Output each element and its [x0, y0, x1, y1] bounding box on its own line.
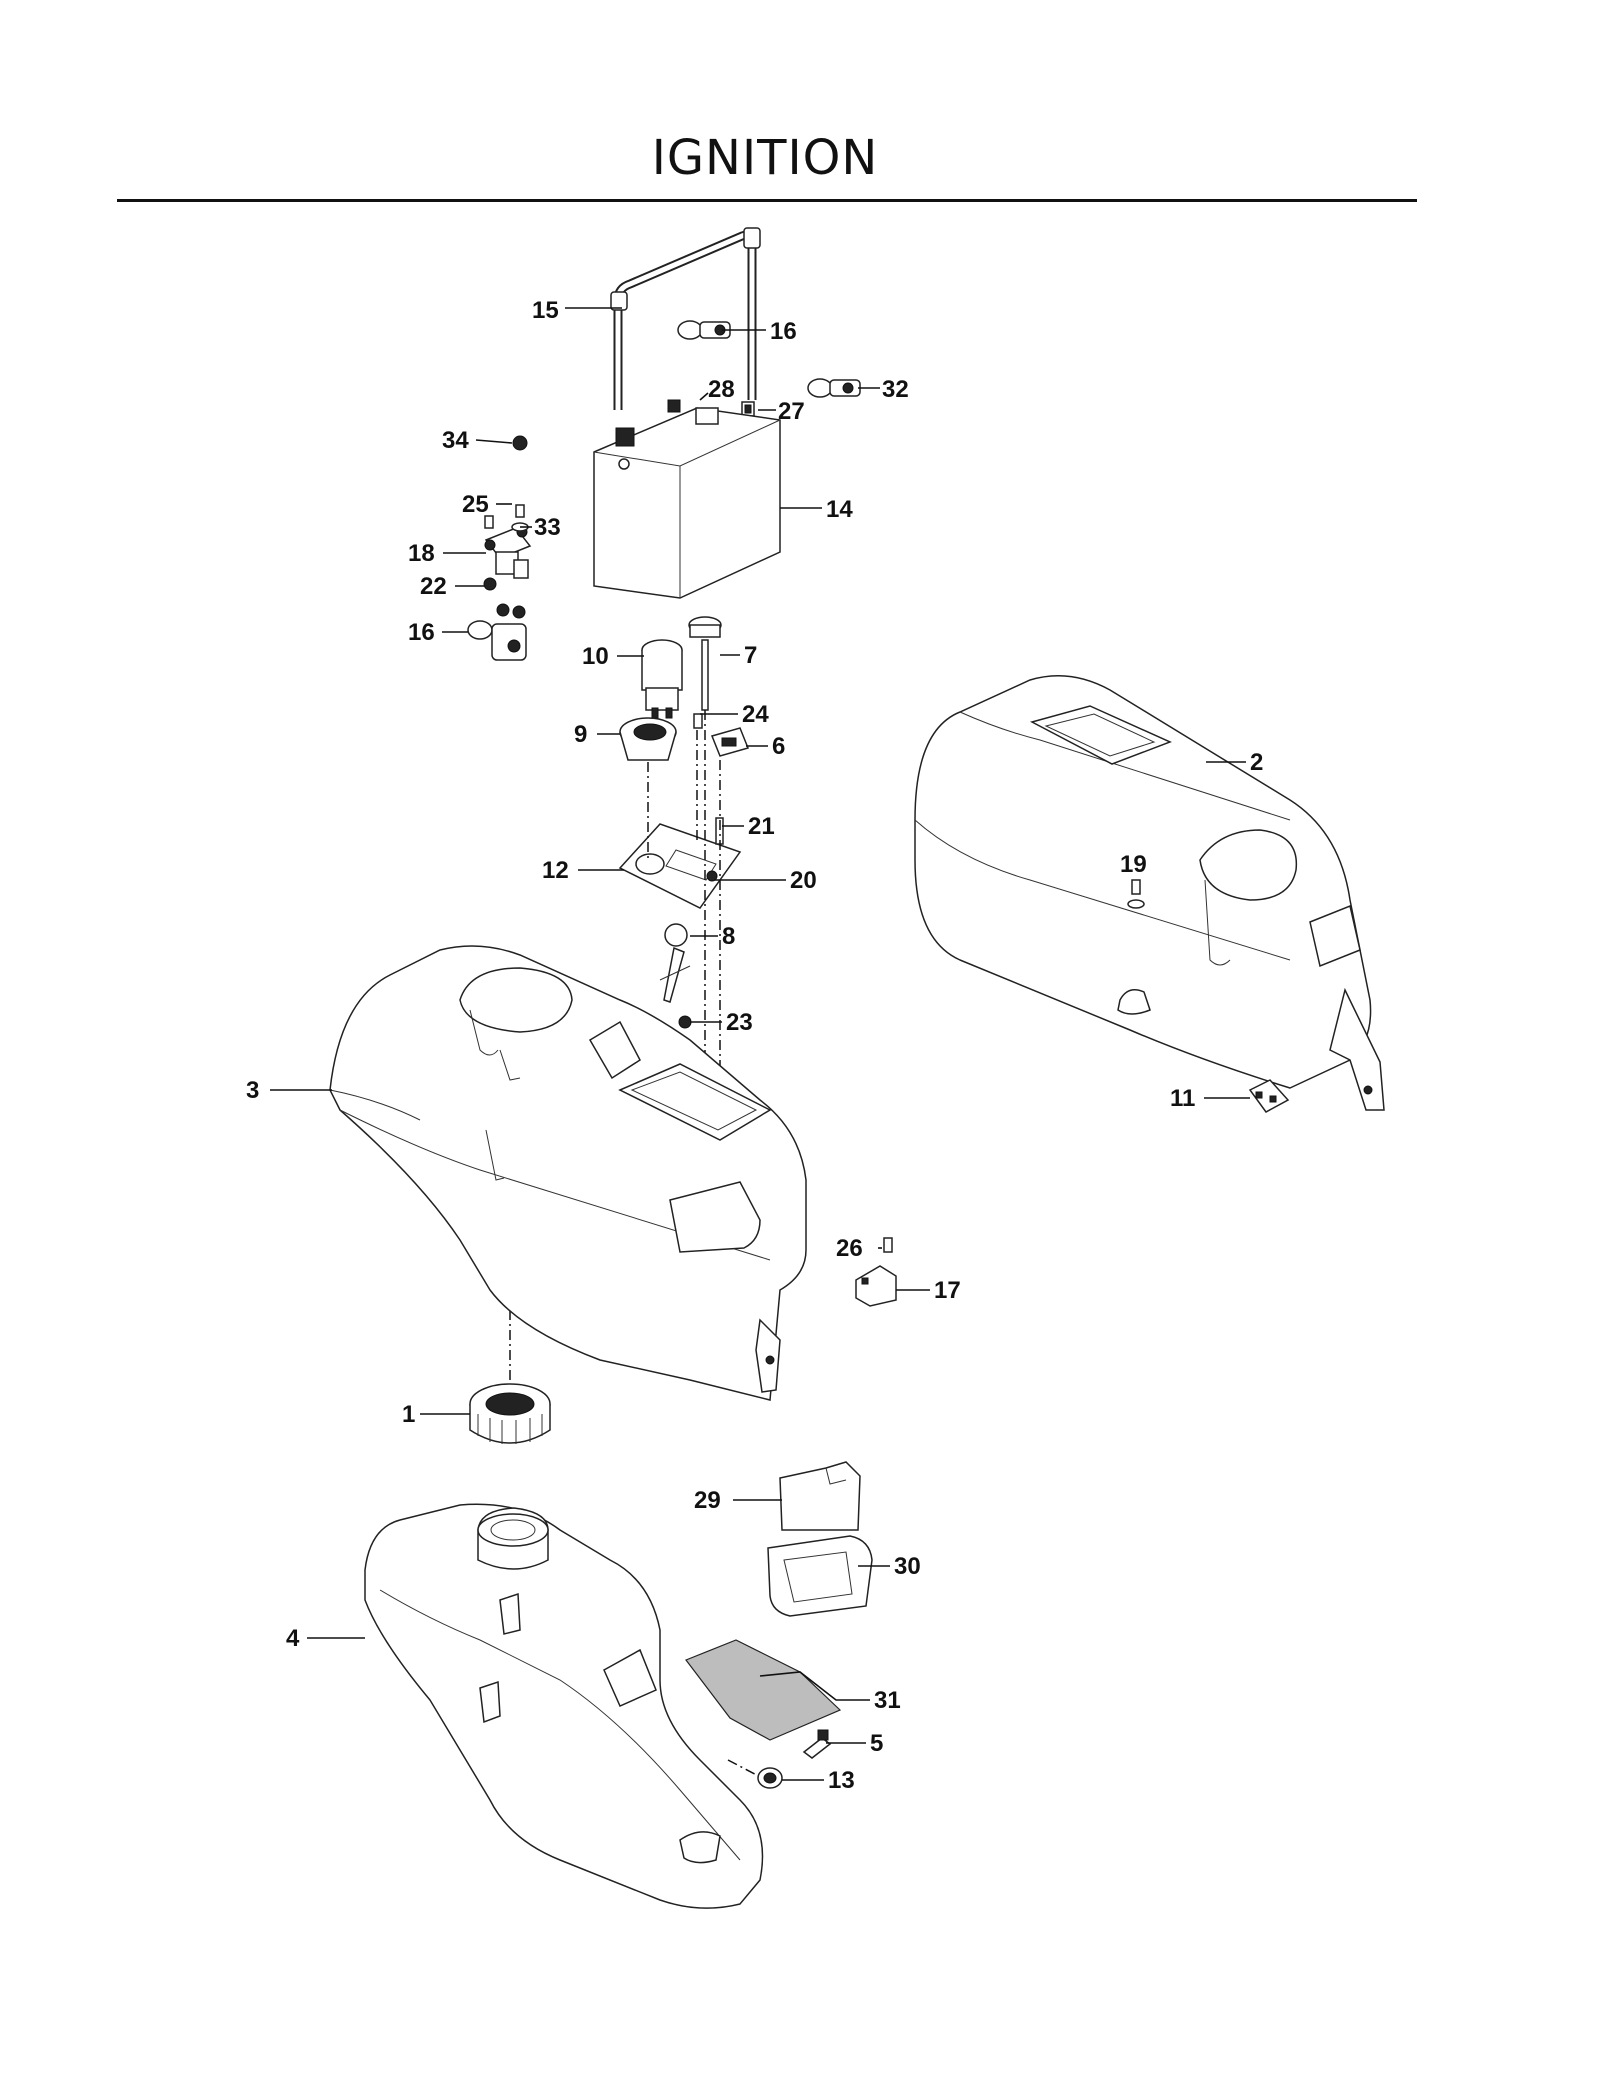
callout-16-top: 16: [770, 318, 797, 345]
battery-part-14: [593, 407, 781, 599]
gasket-part-30: [767, 1535, 873, 1617]
fitting-part-27: [741, 401, 755, 417]
fitting-part-5: [802, 1729, 832, 1759]
battery-cable-part-15: [610, 227, 761, 410]
callout-12: 12: [542, 857, 569, 884]
callout-5: 5: [870, 1730, 883, 1757]
callout-32: 32: [882, 376, 909, 403]
lever-part-8: [659, 923, 691, 1003]
solenoid-part-18: [484, 526, 532, 579]
bezel-part-9: [619, 717, 677, 761]
callout-16-lower: 16: [408, 619, 435, 646]
nut-part-22: [483, 577, 526, 619]
grommet-part-13: [757, 1767, 783, 1789]
callout-27: 27: [778, 398, 805, 425]
callout-24: 24: [742, 701, 769, 728]
callout-30: 30: [894, 1553, 921, 1580]
callout-3: 3: [246, 1077, 259, 1104]
callout-29: 29: [694, 1487, 721, 1514]
callout-33: 33: [534, 514, 561, 541]
fuel-tank-part-4: [364, 1503, 764, 1909]
callout-14: 14: [826, 496, 853, 523]
page-title: IGNITION: [651, 130, 879, 186]
screw-part-26: [883, 1237, 893, 1253]
key-switch-part-10: [641, 639, 683, 719]
callout-34: 34: [442, 427, 469, 454]
switch-part-6: [710, 727, 750, 757]
mounting-plate-part-12: [618, 823, 742, 909]
callout-4: 4: [286, 1625, 300, 1652]
knob-part-7: [688, 616, 722, 711]
screw-part-25: [484, 504, 525, 529]
lower-console-part-3: [329, 945, 807, 1401]
callout-6: 6: [772, 733, 785, 760]
callout-7: 7: [744, 642, 757, 669]
cover-part-29: [779, 1461, 861, 1531]
terminal-part-16-top: [677, 320, 731, 340]
callout-18: 18: [408, 540, 435, 567]
callout-15: 15: [532, 297, 559, 324]
callout-31: 31: [874, 1687, 901, 1714]
callout-10: 10: [582, 643, 609, 670]
part-20: [706, 870, 718, 882]
callout-28: 28: [708, 376, 735, 403]
nut-part-34: [512, 435, 528, 451]
assembly-line-13: [727, 1759, 771, 1783]
callout-9: 9: [574, 721, 587, 748]
upper-console-part-2: [914, 675, 1385, 1111]
callout-2: 2: [1250, 749, 1263, 776]
callout-1: 1: [402, 1401, 415, 1428]
fastener-part-19: [1127, 879, 1145, 909]
nut-part-23: [678, 1015, 692, 1029]
callout-23: 23: [726, 1009, 753, 1036]
leader-lines: [270, 307, 1250, 1781]
callout-25: 25: [462, 491, 489, 518]
callout-11: 11: [1170, 1085, 1195, 1112]
connector-part-11: [1248, 1079, 1290, 1113]
terminal-part-16-lower: [467, 620, 527, 661]
title-rule: [117, 199, 1417, 202]
fuel-cap-part-1: [469, 1383, 551, 1444]
screw-part-24: [693, 713, 703, 729]
callout-26: 26: [836, 1235, 863, 1262]
shield-part-31: [685, 1639, 842, 1741]
fitting-part-28: [667, 399, 681, 413]
callout-19: 19: [1120, 851, 1147, 878]
bracket-part-17: [855, 1265, 897, 1307]
callout-8: 8: [722, 923, 735, 950]
callout-21: 21: [748, 813, 775, 840]
terminal-part-32: [807, 378, 861, 398]
callout-20: 20: [790, 867, 817, 894]
callout-13: 13: [828, 1767, 855, 1794]
callout-17: 17: [934, 1277, 961, 1304]
callout-22: 22: [420, 573, 447, 600]
callout-labels: 15 16 28 27 32 34 14 25 33 18 22 16 10 7…: [246, 297, 1263, 1794]
